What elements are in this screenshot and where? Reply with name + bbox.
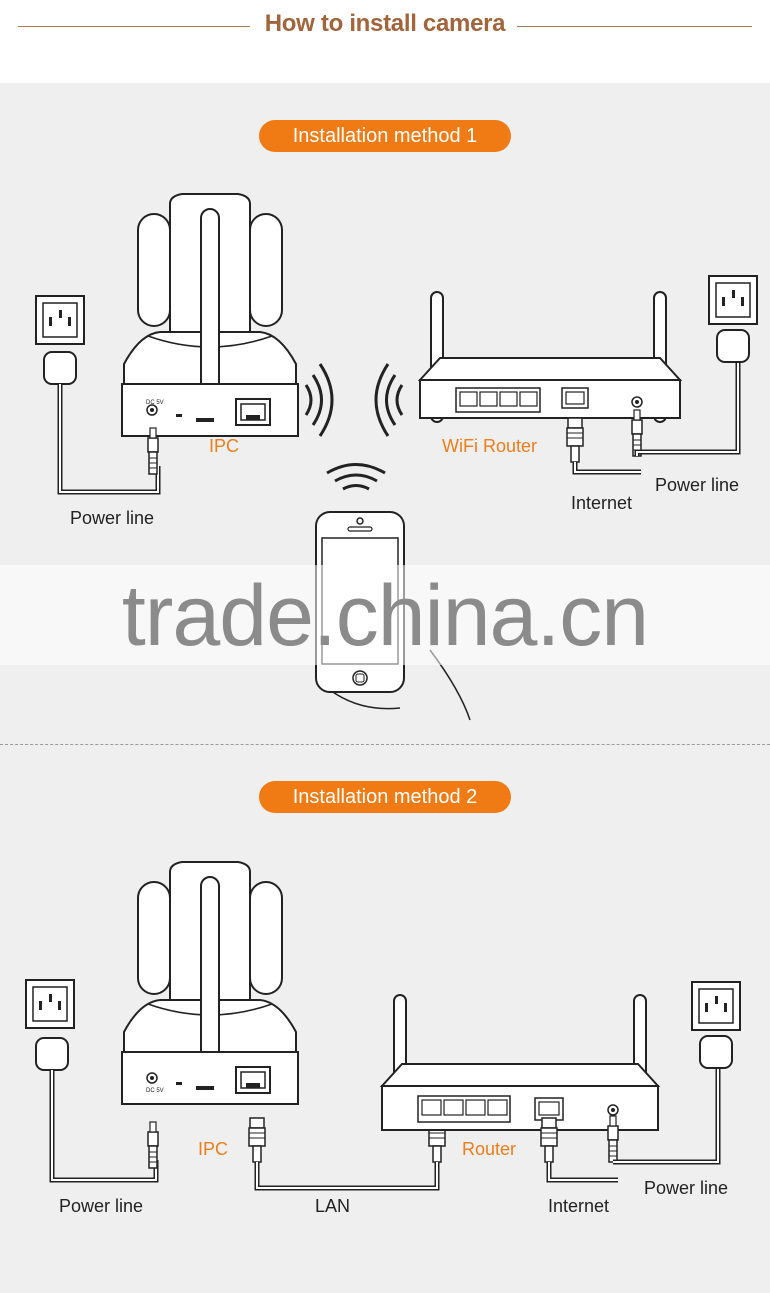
- power-plug-left-1: [43, 351, 77, 385]
- method2-ipc-label: IPC: [198, 1139, 229, 1159]
- power-plug-left-2: [35, 1037, 69, 1071]
- dc-plug-camera-1: [147, 427, 159, 475]
- wall-socket-left-2: [25, 979, 75, 1029]
- method2-power-right-label: Power line: [644, 1178, 729, 1198]
- watermark-band: trade.china.cn: [0, 565, 770, 665]
- rj45-internet-2: [540, 1117, 558, 1163]
- page-title: How to install camera: [264, 10, 506, 37]
- internet-cable-2: [546, 1162, 618, 1183]
- wifi-signal-camera-1: [304, 363, 334, 437]
- method1-power-right-label: Power line: [655, 475, 740, 495]
- method1-router-label: WiFi Router: [442, 436, 538, 456]
- dc-plug-camera-2: [147, 1121, 159, 1169]
- wall-socket-right-2: [691, 981, 741, 1031]
- power-plug-right-2: [699, 1035, 733, 1069]
- method1-power-left-label: Power line: [70, 508, 155, 528]
- dc-plug-router-1: [631, 409, 643, 457]
- wall-socket-left-1: [35, 295, 85, 345]
- method2-title: Installation method 2: [259, 781, 511, 813]
- title-rule-left: [18, 26, 250, 27]
- method2-router-label: Router: [462, 1139, 517, 1159]
- section-divider: [0, 744, 770, 745]
- title-rule-right: [517, 26, 752, 27]
- lan-cable-2: [254, 1162, 440, 1191]
- router-2: [379, 994, 661, 1131]
- method2-lan-label: LAN: [315, 1196, 351, 1216]
- power-plug-right-1: [716, 329, 750, 363]
- dc-plug-router-2: [607, 1115, 619, 1163]
- wifi-signal-router-1: [374, 363, 404, 437]
- method1-ipc-label: IPC: [209, 436, 240, 456]
- camera1-port-text: DC 5V: [146, 400, 164, 406]
- method1-title: Installation method 1: [259, 120, 511, 152]
- wifi-router-1: [417, 291, 683, 423]
- rj45-lan-camera-2: [248, 1117, 266, 1163]
- method1-internet-label: Internet: [571, 493, 633, 513]
- wifi-signal-phone: [326, 463, 386, 491]
- wall-socket-right-1: [708, 275, 758, 325]
- header: How to install camera: [0, 0, 770, 83]
- watermark-text: trade.china.cn: [121, 568, 649, 664]
- ipc-camera-2: [121, 861, 299, 1105]
- internet-cable-1: [572, 462, 641, 475]
- camera2-port-text: DC 5V: [146, 1088, 164, 1094]
- method2-power-left-label: Power line: [59, 1196, 144, 1216]
- rj45-internet-1: [566, 417, 584, 463]
- method2-internet-label: Internet: [548, 1196, 610, 1216]
